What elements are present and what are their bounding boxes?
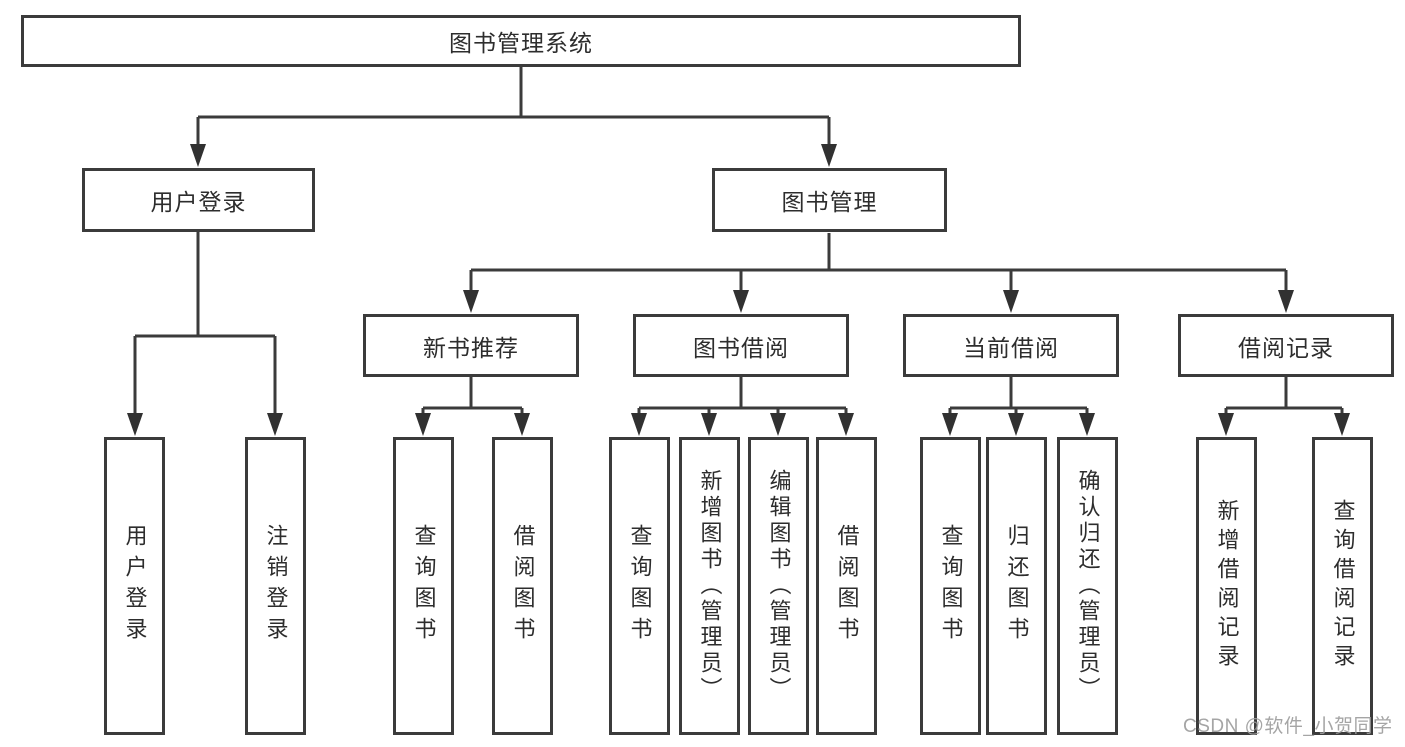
leaf-add-book-admin: 新增图书（管理员）	[679, 437, 740, 735]
leaf-borrow-books-1: 借阅图书	[492, 437, 553, 735]
connector-paths	[133, 67, 1344, 414]
node-new-book-recommend: 新书推荐	[363, 314, 579, 377]
node-library-system: 图书管理系统	[21, 15, 1021, 67]
leaf-borrow-books-2: 借阅图书	[816, 437, 877, 735]
leaf-logout: 注销登录	[245, 437, 306, 735]
leaf-user-login: 用户登录	[104, 437, 165, 735]
node-borrowing-records: 借阅记录	[1178, 314, 1394, 377]
node-user-login: 用户登录	[82, 168, 315, 232]
leaf-return-books: 归还图书	[986, 437, 1047, 735]
leaf-query-books-1: 查询图书	[393, 437, 454, 735]
leaf-add-borrow-record: 新增借阅记录	[1196, 437, 1257, 735]
leaf-query-books-2: 查询图书	[609, 437, 670, 735]
node-current-borrowing: 当前借阅	[903, 314, 1119, 377]
leaf-confirm-return-admin: 确认归还（管理员）	[1057, 437, 1118, 735]
leaf-query-borrow-record: 查询借阅记录	[1312, 437, 1373, 735]
node-book-borrowing: 图书借阅	[633, 314, 849, 377]
node-book-management: 图书管理	[712, 168, 947, 232]
leaf-edit-book-admin: 编辑图书（管理员）	[748, 437, 809, 735]
leaf-query-books-3: 查询图书	[920, 437, 981, 735]
watermark: CSDN @软件_小贺同学	[1183, 716, 1393, 737]
arrowheads	[127, 144, 1350, 436]
